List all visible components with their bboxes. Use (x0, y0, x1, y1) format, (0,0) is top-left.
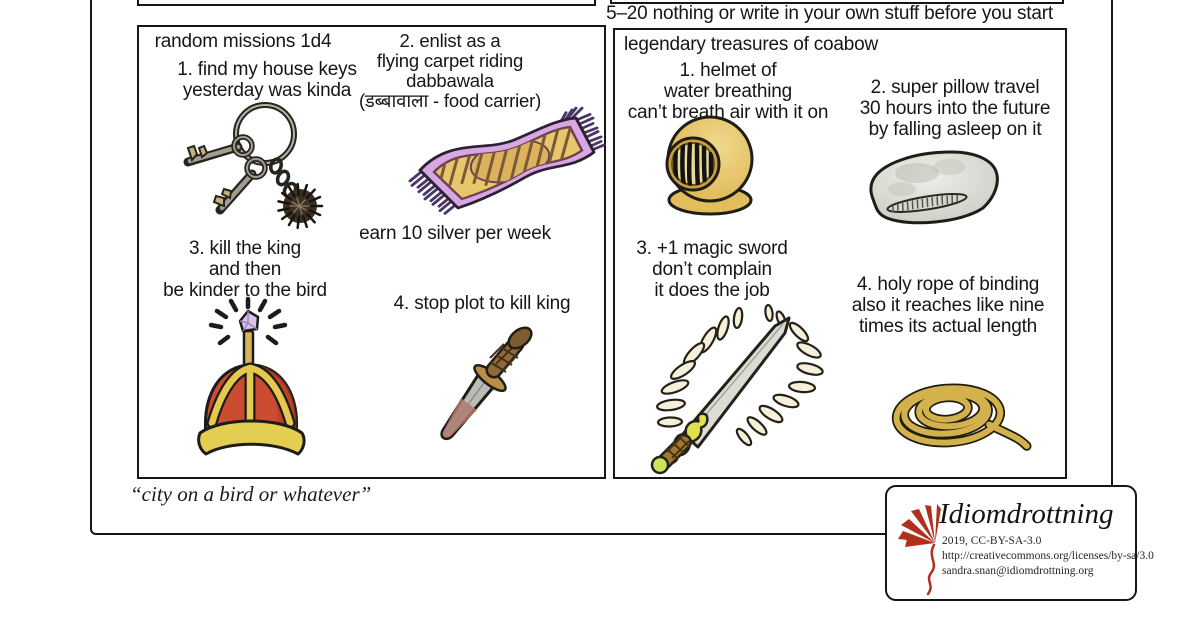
cutoff-box-top-left (137, 0, 596, 6)
treasure-2-text: 2. super pillow travel 30 hours into the… (859, 77, 1051, 140)
rope-illustration (891, 383, 1032, 451)
helmet-illustration (665, 115, 754, 216)
missions-title: random missions 1d4 (154, 31, 332, 52)
logo-name: Idiomdrottning (939, 498, 1114, 530)
footer-quote: “city on a bird or whatever” (130, 482, 372, 506)
flying-carpet-illustration (408, 106, 606, 215)
logo-flower-icon (898, 504, 941, 596)
dagger-illustration (440, 326, 533, 441)
mission-4-text: 4. stop plot to kill king (393, 293, 571, 314)
treasure-4-text: 4. holy rope of binding also it reaches … (851, 274, 1045, 337)
mission-2-text: 2. enlist as a flying carpet riding dabb… (358, 30, 542, 111)
sword-illustration (650, 303, 824, 475)
logo-card: Idiomdrottning 2019, CC-BY-SA-3.0 http:/… (885, 485, 1154, 601)
logo-email: sandra.snan@idiomdrottning.org (942, 565, 1094, 577)
keyring-illustration (183, 102, 324, 230)
mission-3-text: 3. kill the king and then be kinder to t… (163, 238, 327, 301)
treasures-title: legendary treasures of coabow (624, 34, 879, 55)
mission-2-caption: earn 10 silver per week (359, 223, 551, 244)
logo-license: 2019, CC-BY-SA-3.0 (942, 535, 1042, 547)
top-note: 5–20 nothing or write in your own stuff … (606, 3, 1053, 24)
treasure-3-text: 3. +1 magic sword don’t complain it does… (636, 238, 788, 301)
treasure-1-text: 1. helmet of water breathing can’t breat… (627, 60, 829, 123)
mission-1-text: 1. find my house keys yesterday was kind… (177, 59, 357, 101)
pillow-illustration (869, 150, 999, 225)
logo-license-url: http://creativecommons.org/licenses/by-s… (942, 550, 1154, 562)
cutoff-box-top-right (610, 0, 1064, 4)
crown-illustration (197, 296, 306, 456)
